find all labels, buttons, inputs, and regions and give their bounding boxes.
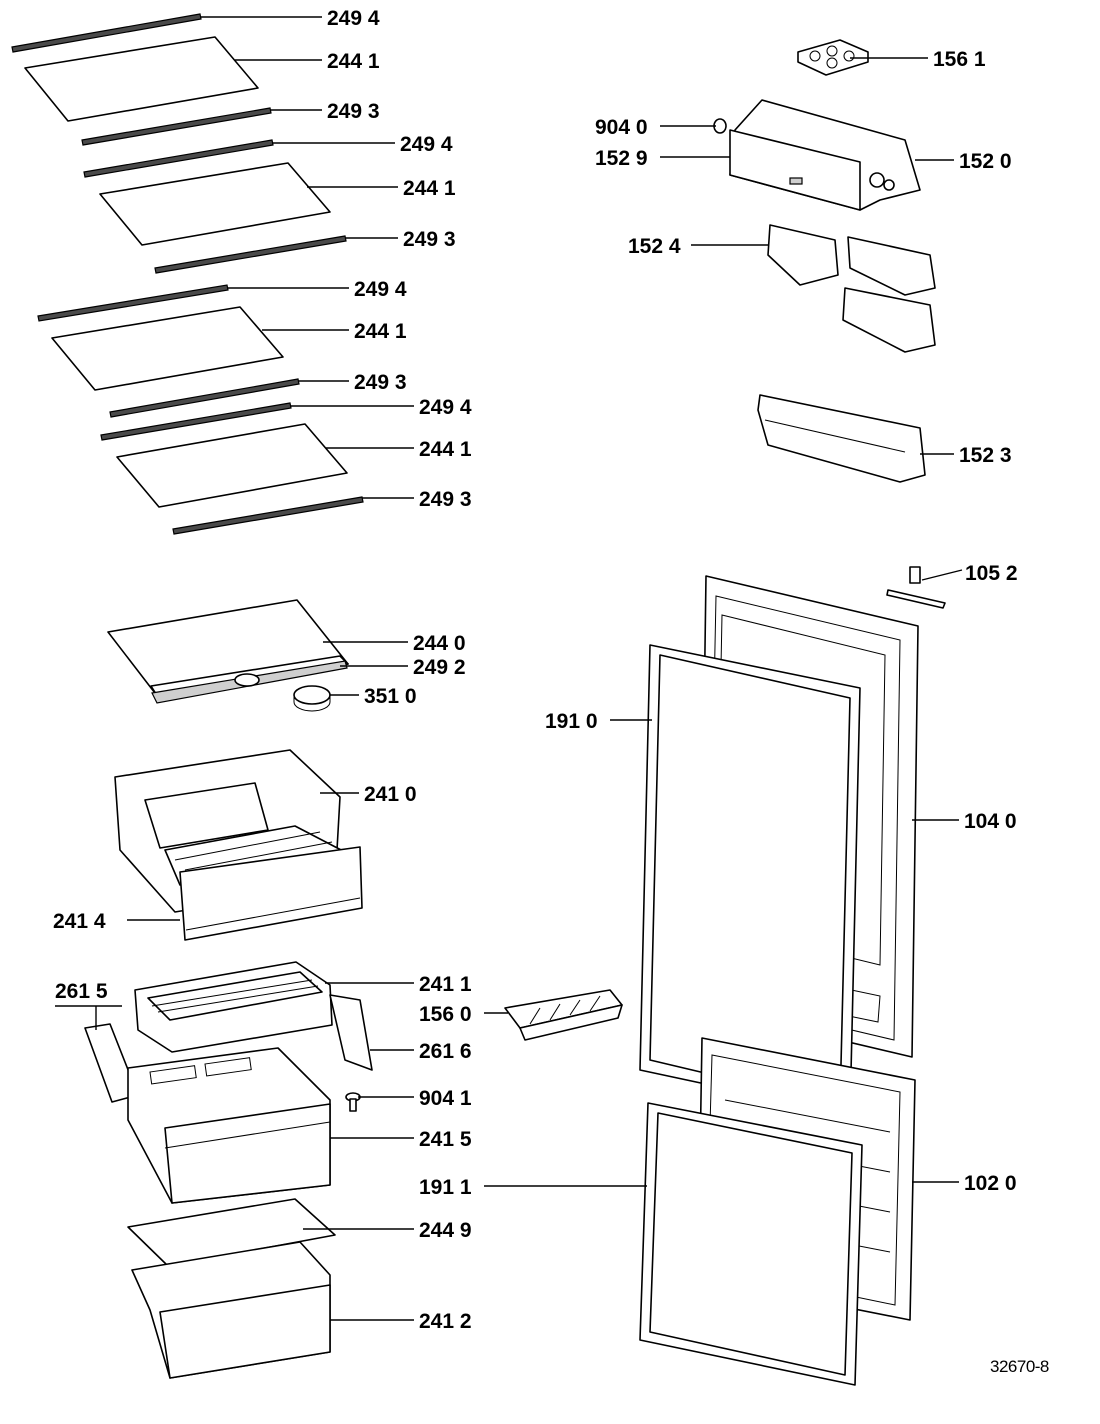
fridge-door-gasket bbox=[639, 644, 861, 1116]
door-bin-large bbox=[757, 394, 926, 483]
label-904-0: 904 0 bbox=[595, 116, 648, 139]
drawer-rear-insert bbox=[144, 782, 269, 849]
freezer-door-gasket bbox=[639, 1102, 863, 1386]
freezer-glass-plate bbox=[127, 1198, 336, 1267]
shelf-profile-front bbox=[37, 284, 229, 322]
freezer-drawer-241-5 bbox=[127, 1047, 331, 1204]
label-351-0: 351 0 bbox=[364, 685, 417, 708]
label-191-1: 191 1 bbox=[419, 1176, 472, 1199]
egg-tray bbox=[797, 39, 869, 76]
shelf-set-2 bbox=[83, 139, 347, 274]
label-904-1: 904 1 bbox=[419, 1087, 472, 1110]
glass-shelf bbox=[24, 36, 259, 122]
shelf-set-3 bbox=[37, 284, 300, 418]
label-152-4: 152 4 bbox=[628, 235, 681, 258]
label-241-5: 241 5 bbox=[419, 1128, 472, 1151]
label-241-1: 241 1 bbox=[419, 973, 472, 996]
label-156-0: 156 0 bbox=[419, 1003, 472, 1026]
label-244-1: 244 1 bbox=[403, 177, 456, 200]
label-244-9: 244 9 bbox=[419, 1219, 472, 1242]
shelf-set-4 bbox=[100, 402, 364, 535]
shelf-profile-front bbox=[83, 139, 274, 178]
drawer-front-panel bbox=[179, 846, 363, 941]
dairy-flap bbox=[729, 129, 861, 211]
slide-rail-right bbox=[329, 994, 373, 1071]
label-249-3: 249 3 bbox=[327, 100, 380, 123]
shelf-profile-rear bbox=[154, 235, 347, 274]
label-261-6: 261 6 bbox=[419, 1040, 472, 1063]
crisper-cover-shelf bbox=[107, 599, 349, 712]
label-156-1: 156 1 bbox=[933, 48, 986, 71]
label-249-2: 249 2 bbox=[413, 656, 466, 679]
door-hinge-105-2 bbox=[886, 566, 946, 609]
label-102-0: 102 0 bbox=[964, 1172, 1017, 1195]
dairy-compartment bbox=[713, 99, 921, 211]
label-244-0: 244 0 bbox=[413, 632, 466, 655]
label-244-1: 244 1 bbox=[354, 320, 407, 343]
label-104-0: 104 0 bbox=[964, 810, 1017, 833]
label-249-4: 249 4 bbox=[327, 7, 380, 30]
label-241-0: 241 0 bbox=[364, 783, 417, 806]
door-bins-small bbox=[767, 224, 936, 353]
glass-shelf bbox=[116, 423, 348, 508]
ice-tray bbox=[504, 989, 623, 1041]
diagram-reference-number: 32670-8 bbox=[990, 1357, 1049, 1376]
label-152-3: 152 3 bbox=[959, 444, 1012, 467]
label-244-1: 244 1 bbox=[327, 50, 380, 73]
crisper-drawer-upper bbox=[114, 749, 363, 941]
label-191-0: 191 0 bbox=[545, 710, 598, 733]
label-249-3: 249 3 bbox=[419, 488, 472, 511]
glass-shelf bbox=[51, 306, 284, 391]
leader-lines bbox=[55, 16, 963, 1321]
shelf-profile-front bbox=[11, 13, 202, 53]
glass-shelf bbox=[99, 162, 331, 246]
freezer-drawer-241-2 bbox=[131, 1241, 331, 1379]
shelf-profile-rear bbox=[172, 496, 364, 535]
screw-904-1 bbox=[345, 1092, 361, 1112]
label-249-4: 249 4 bbox=[354, 278, 407, 301]
tray-grid bbox=[147, 971, 323, 1021]
label-152-9: 152 9 bbox=[595, 147, 648, 170]
shelf-profile-rear bbox=[109, 378, 300, 418]
label-261-5: 261 5 bbox=[55, 980, 108, 1003]
shelf-profile-front bbox=[100, 402, 292, 441]
label-249-4: 249 4 bbox=[419, 396, 472, 419]
label-249-3: 249 3 bbox=[354, 371, 407, 394]
part-labels: 249 4 244 1 249 3 249 4 244 1 249 3 249 … bbox=[53, 7, 1049, 1376]
filter-disc bbox=[293, 685, 331, 705]
label-241-4: 241 4 bbox=[53, 910, 106, 933]
label-244-1: 244 1 bbox=[419, 438, 472, 461]
shelf-profile-rear bbox=[81, 107, 272, 146]
shelf-set-1 bbox=[11, 13, 272, 146]
label-249-3: 249 3 bbox=[403, 228, 456, 251]
drawer-front bbox=[159, 1284, 331, 1379]
label-152-0: 152 0 bbox=[959, 150, 1012, 173]
drawer-tray-241-1 bbox=[134, 961, 373, 1071]
label-241-2: 241 2 bbox=[419, 1310, 472, 1333]
label-105-2: 105 2 bbox=[965, 562, 1018, 585]
knob-seat bbox=[234, 673, 260, 687]
flap-hinge bbox=[869, 172, 885, 188]
label-249-4: 249 4 bbox=[400, 133, 453, 156]
